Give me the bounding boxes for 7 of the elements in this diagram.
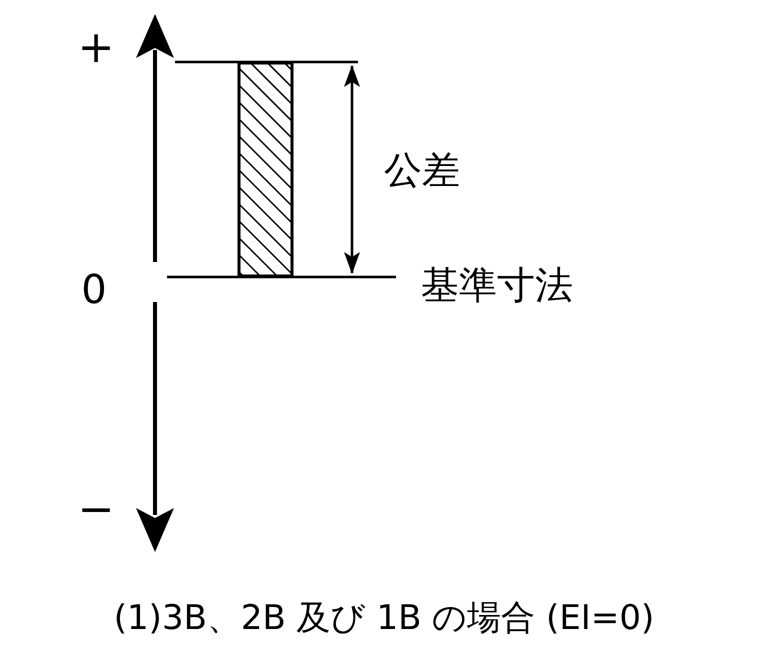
tolerance-zone bbox=[238, 62, 294, 278]
reference-label: 基準寸法 bbox=[421, 266, 573, 304]
caption: (1)3B、2B 及び 1B の場合 (EI=0) bbox=[114, 601, 654, 635]
axis-label: + bbox=[78, 26, 114, 70]
axis-label: − bbox=[78, 488, 114, 532]
axis-label: 0 bbox=[81, 270, 107, 310]
dimension-label: 公差 bbox=[384, 151, 460, 189]
